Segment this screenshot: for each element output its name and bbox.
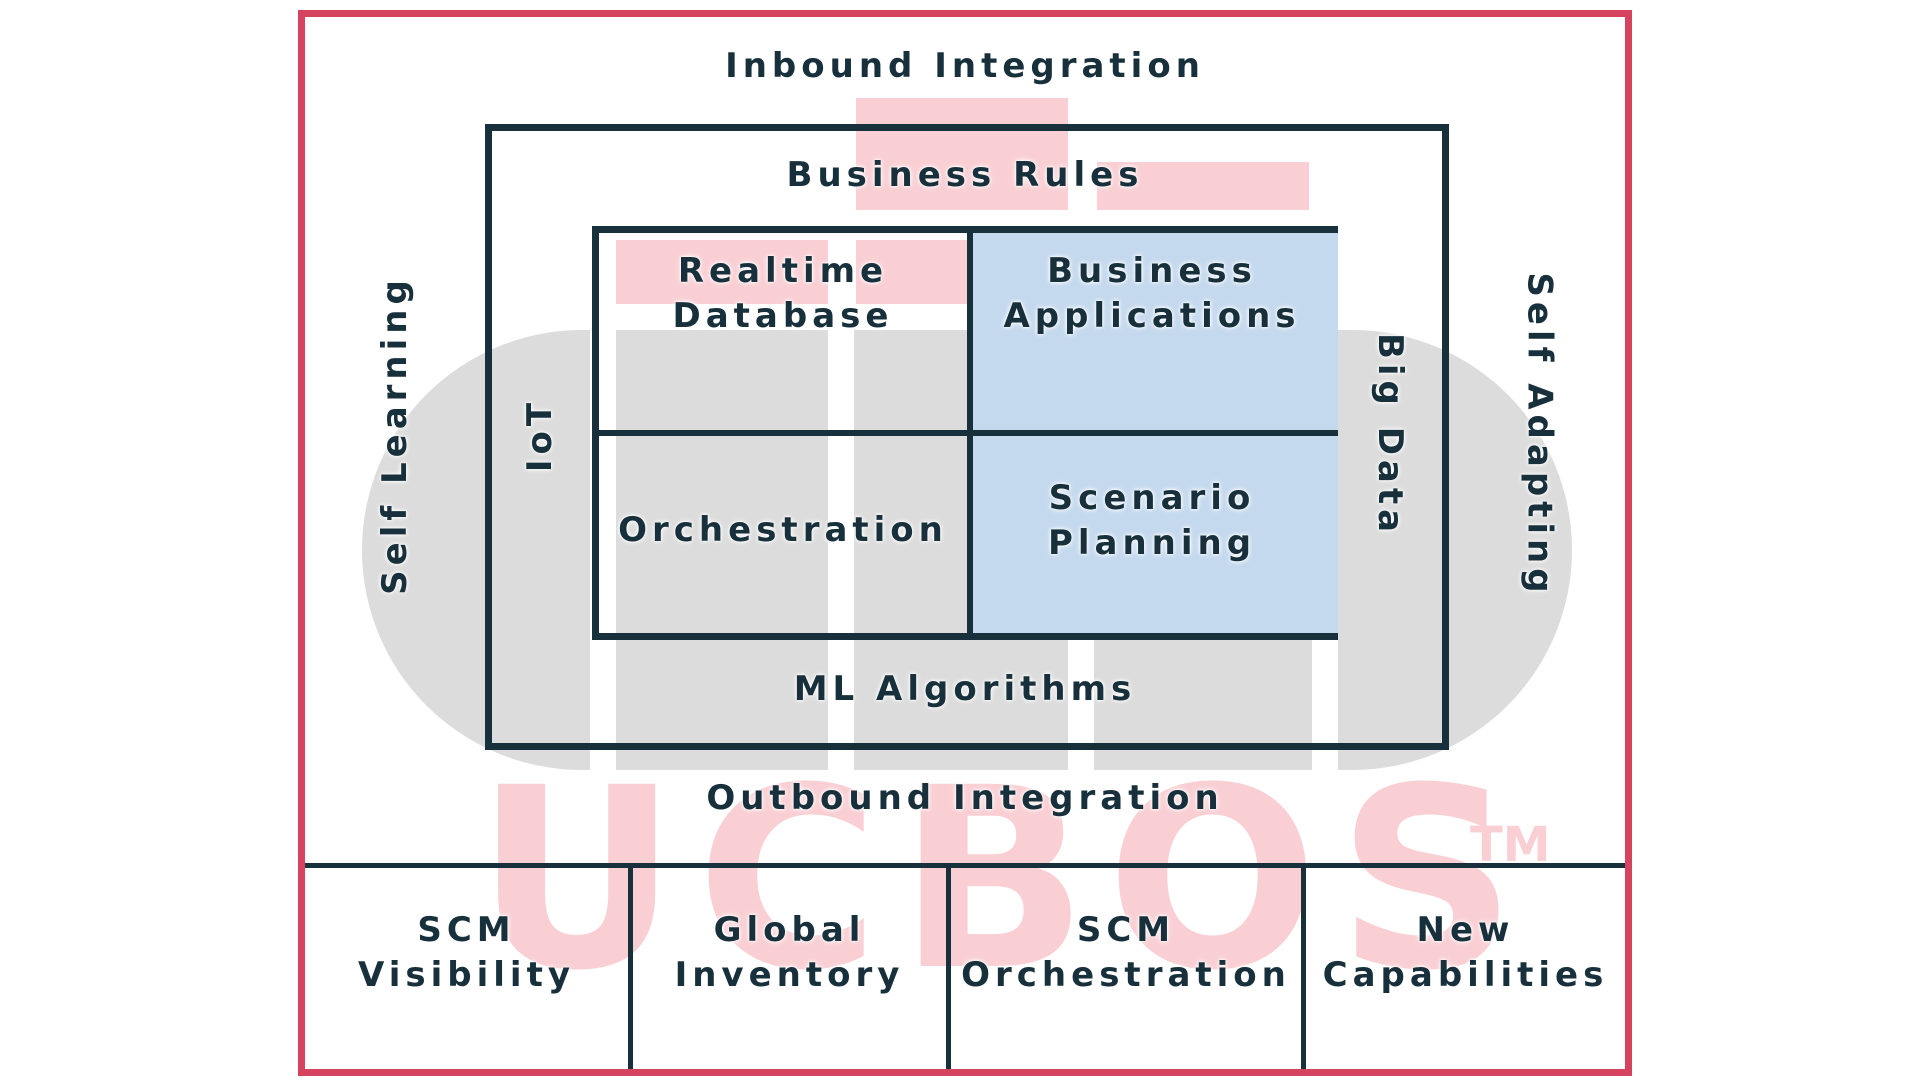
watermark-pink-block xyxy=(856,98,1068,210)
footer-item-new-capabilities: New Capabilities xyxy=(1322,910,1609,995)
footer-divider-2 xyxy=(946,866,951,1069)
big-data-label: Big Data xyxy=(1370,332,1411,538)
outer-frame xyxy=(298,10,1632,1076)
business-applications-label: Business Applications xyxy=(1003,250,1301,336)
footer-item-global-inventory: Global Inventory xyxy=(674,910,905,995)
business-rules-label: Business Rules xyxy=(786,155,1144,195)
ml-algorithms-label: ML Algorithms xyxy=(793,669,1137,709)
scenario-planning-label: Scenario Planning xyxy=(1047,477,1257,563)
self-adapting-label: Self Adapting xyxy=(1520,272,1560,598)
footer-divider-3 xyxy=(1301,866,1306,1069)
footer-divider-1 xyxy=(628,866,633,1069)
inbound-integration-label: Inbound Integration xyxy=(725,46,1205,86)
scenario-planning-cell xyxy=(973,436,1338,633)
business-applications-cell xyxy=(973,233,1338,430)
watermark-logo-text: UCBOS xyxy=(475,734,1535,1025)
self-learning-label: Self Learning xyxy=(375,275,416,595)
core-grid xyxy=(592,226,1338,640)
footer-top-divider xyxy=(305,863,1625,868)
realtime-database-label: Realtime Database xyxy=(672,250,894,336)
watermark-pink-block xyxy=(616,240,828,304)
orchestration-label: Orchestration xyxy=(618,510,948,550)
iot-label: IoT xyxy=(520,397,561,473)
footer-item-scm-orchestration: SCM Orchestration xyxy=(961,910,1291,995)
core-horizontal-divider xyxy=(599,430,1331,436)
middle-frame xyxy=(485,124,1449,750)
footer-item-scm-visibility: SCM Visibility xyxy=(358,910,575,995)
outbound-integration-label: Outbound Integration xyxy=(706,778,1224,818)
watermark-pink-block xyxy=(1097,162,1309,210)
